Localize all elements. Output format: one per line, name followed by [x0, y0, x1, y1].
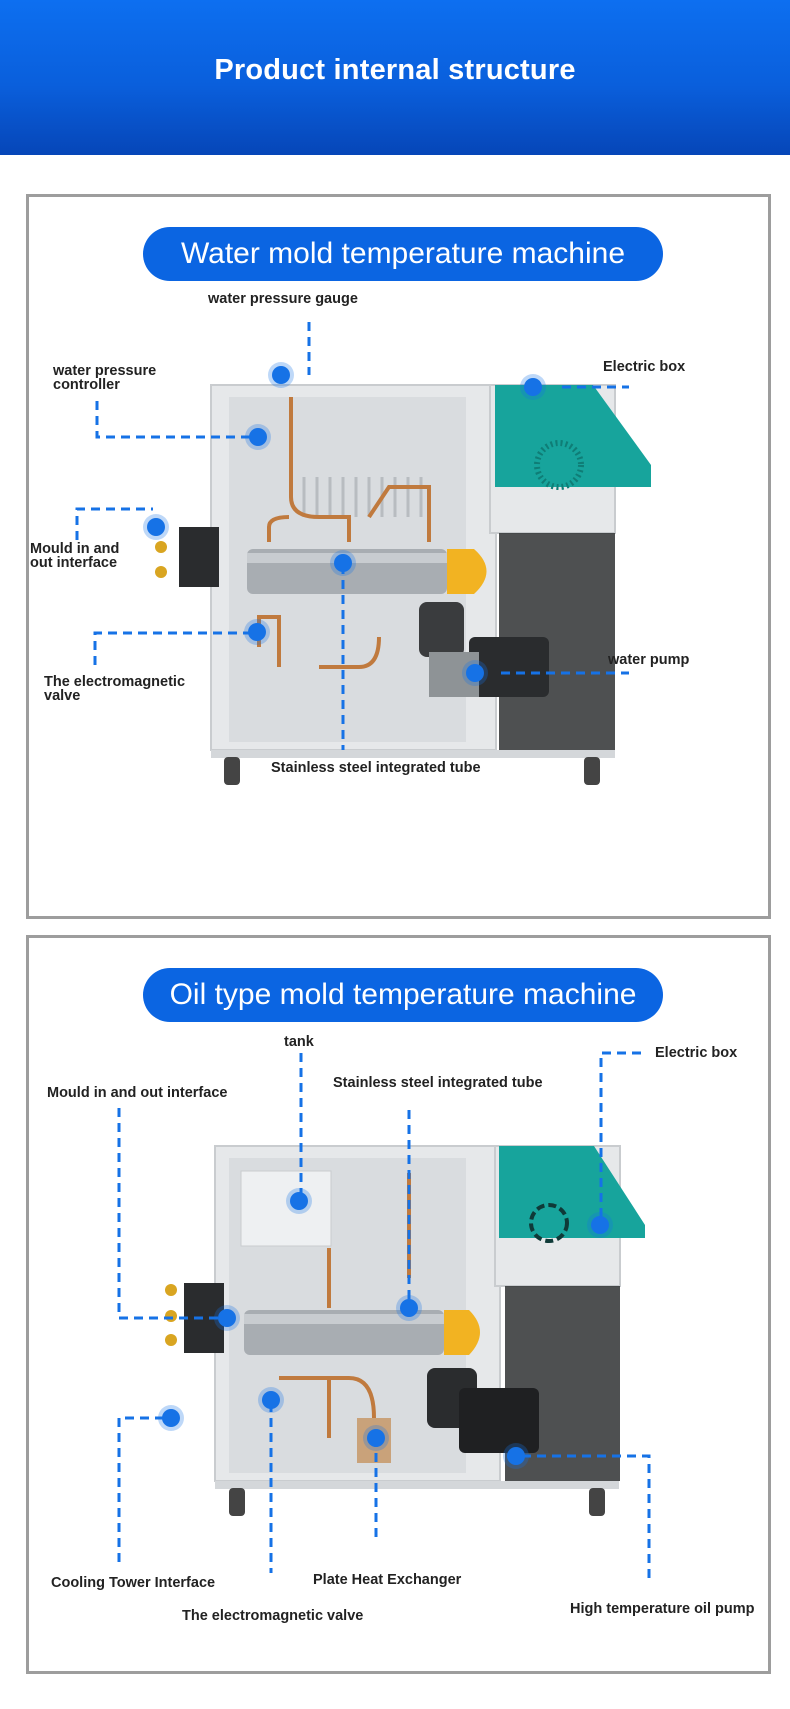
- controller-marker: [249, 428, 267, 446]
- water-machine-panel: Water mold temperature machine: [26, 194, 771, 919]
- label-water-pressure-controller-2: controller: [53, 377, 120, 393]
- cooling-tower-marker: [162, 1409, 180, 1427]
- label-high-temp-oil-pump: High temperature oil pump: [570, 1601, 755, 1617]
- label-water-pressure-gauge: water pressure gauge: [208, 291, 358, 307]
- label-stainless-tube: Stainless steel integrated tube: [271, 760, 481, 776]
- label-mould-interface-2: out interface: [30, 555, 118, 571]
- label-tank: tank: [284, 1034, 314, 1050]
- header-banner: Product internal structure: [0, 0, 790, 155]
- oil-valve-marker: [262, 1391, 280, 1409]
- oil-pump-marker: [507, 1447, 525, 1465]
- label-plate-heat-exchanger: Plate Heat Exchanger: [313, 1572, 462, 1588]
- label-oil-electromagnetic-valve: The electromagnetic valve: [182, 1608, 364, 1624]
- tube-marker: [334, 554, 352, 572]
- label-oil-stainless-tube: Stainless steel integrated tube: [333, 1075, 543, 1091]
- label-electromagnetic-valve-1: The electromagnetic: [44, 674, 186, 690]
- label-cooling-tower: Cooling Tower Interface: [51, 1575, 216, 1591]
- valve-marker: [248, 623, 266, 641]
- label-electric-box: Electric box: [603, 359, 686, 375]
- oil-electric-box: [499, 1146, 645, 1238]
- tank-marker: [290, 1192, 308, 1210]
- label-water-pump: water pump: [608, 652, 690, 668]
- water-electric-box: [495, 385, 651, 487]
- bottom-margin: [0, 1688, 790, 1709]
- label-electromagnetic-valve-2: valve: [44, 688, 81, 704]
- oil-mould-interface-marker: [218, 1309, 236, 1327]
- oil-tank: [240, 1170, 332, 1247]
- water-machine-title: Water mold temperature machine: [143, 227, 663, 281]
- label-oil-electric-box: Electric box: [655, 1045, 738, 1061]
- label-mould-interface-1: Mould in and: [30, 541, 120, 557]
- oil-electric-box-marker: [591, 1216, 609, 1234]
- mould-interface-marker: [147, 518, 165, 536]
- pump-marker: [466, 664, 484, 682]
- page-title: Product internal structure: [214, 54, 576, 86]
- oil-tube-marker: [400, 1299, 418, 1317]
- oil-machine-title: Oil type mold temperature machine: [143, 968, 663, 1022]
- gauge-marker: [272, 366, 290, 384]
- label-oil-mould-interface: Mould in and out interface: [47, 1085, 228, 1101]
- label-water-pressure-controller-1: water pressure: [53, 363, 157, 379]
- oil-machine-panel: Oil type mold temperature machine: [26, 935, 771, 1674]
- electric-box-marker: [524, 378, 542, 396]
- water-machine-illustration: [75, 322, 651, 785]
- oil-machine-illustration: [117, 1051, 651, 1578]
- plate-heat-exchanger-marker: [367, 1429, 385, 1447]
